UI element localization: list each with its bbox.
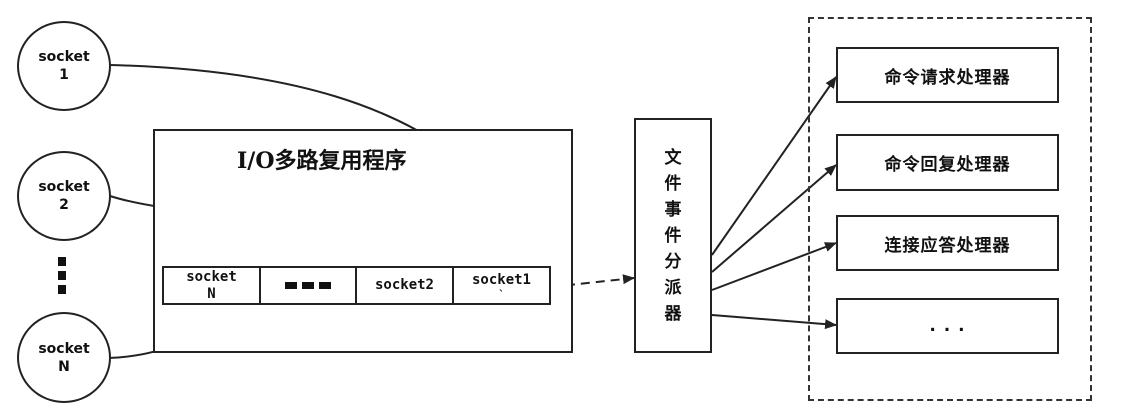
dispatcher-char-7: 器 xyxy=(664,303,682,324)
socket-1-node: socket 1 xyxy=(17,21,111,111)
queue-slot-socketN-number: N xyxy=(207,285,216,302)
socket-N-name: socket xyxy=(38,340,90,357)
event-handlers-group xyxy=(808,17,1092,401)
queue-slot-ellipsis xyxy=(261,268,357,303)
arrow-dispatcher-to-handler-request xyxy=(711,76,837,256)
socket-2-node: socket 2 xyxy=(17,151,111,241)
queue-slot-socketN-name: socket xyxy=(186,268,237,285)
command-reply-handler: 命令回复处理器 xyxy=(836,134,1059,191)
dispatcher-char-3: 事 xyxy=(664,199,682,220)
socket-1-number: 1 xyxy=(59,67,69,83)
io-multiplexer-box xyxy=(153,129,573,353)
queue-slot-socket2: socket2 xyxy=(357,268,454,303)
dispatcher-char-4: 件 xyxy=(664,225,682,246)
ellipsis-dashes xyxy=(285,282,331,289)
queue-slot-socket1-mark: ` xyxy=(498,287,505,301)
command-request-handler: 命令请求处理器 xyxy=(836,47,1059,103)
queue-slot-socketN: socket N xyxy=(164,268,261,303)
ellipsis-vertical xyxy=(58,257,66,299)
socket-N-number: N xyxy=(58,358,70,375)
socket-1-name: socket xyxy=(38,49,90,65)
socket-N-node: socket N xyxy=(17,312,111,403)
io-multiplexer-title: I/O多路复用程序 xyxy=(237,148,407,174)
arrow-dispatcher-to-handler-accept xyxy=(711,242,837,291)
socket-queue: socket N socket2 socket1 ` xyxy=(162,266,551,305)
queue-slot-socket1: socket1 ` xyxy=(454,268,549,303)
dispatcher-char-1: 文 xyxy=(664,147,682,168)
queue-slot-socket1-label: socket1 xyxy=(471,271,531,288)
more-handlers-placeholder: . . . xyxy=(836,298,1059,354)
dispatcher-char-5: 分 xyxy=(664,251,682,272)
dispatcher-char-6: 派 xyxy=(664,277,682,298)
queue-slot-socket2-label: socket2 xyxy=(374,277,434,293)
connection-accept-handler: 连接应答处理器 xyxy=(836,215,1059,271)
arrow-dispatcher-to-handler-more xyxy=(711,314,837,330)
socket-2-name: socket xyxy=(38,179,90,195)
file-event-dispatcher: 文 件 事 件 分 派 器 xyxy=(634,118,712,353)
dispatcher-char-2: 件 xyxy=(664,173,682,194)
arrow-dispatcher-to-handler-reply xyxy=(711,164,837,273)
socket-2-number: 2 xyxy=(59,197,69,213)
